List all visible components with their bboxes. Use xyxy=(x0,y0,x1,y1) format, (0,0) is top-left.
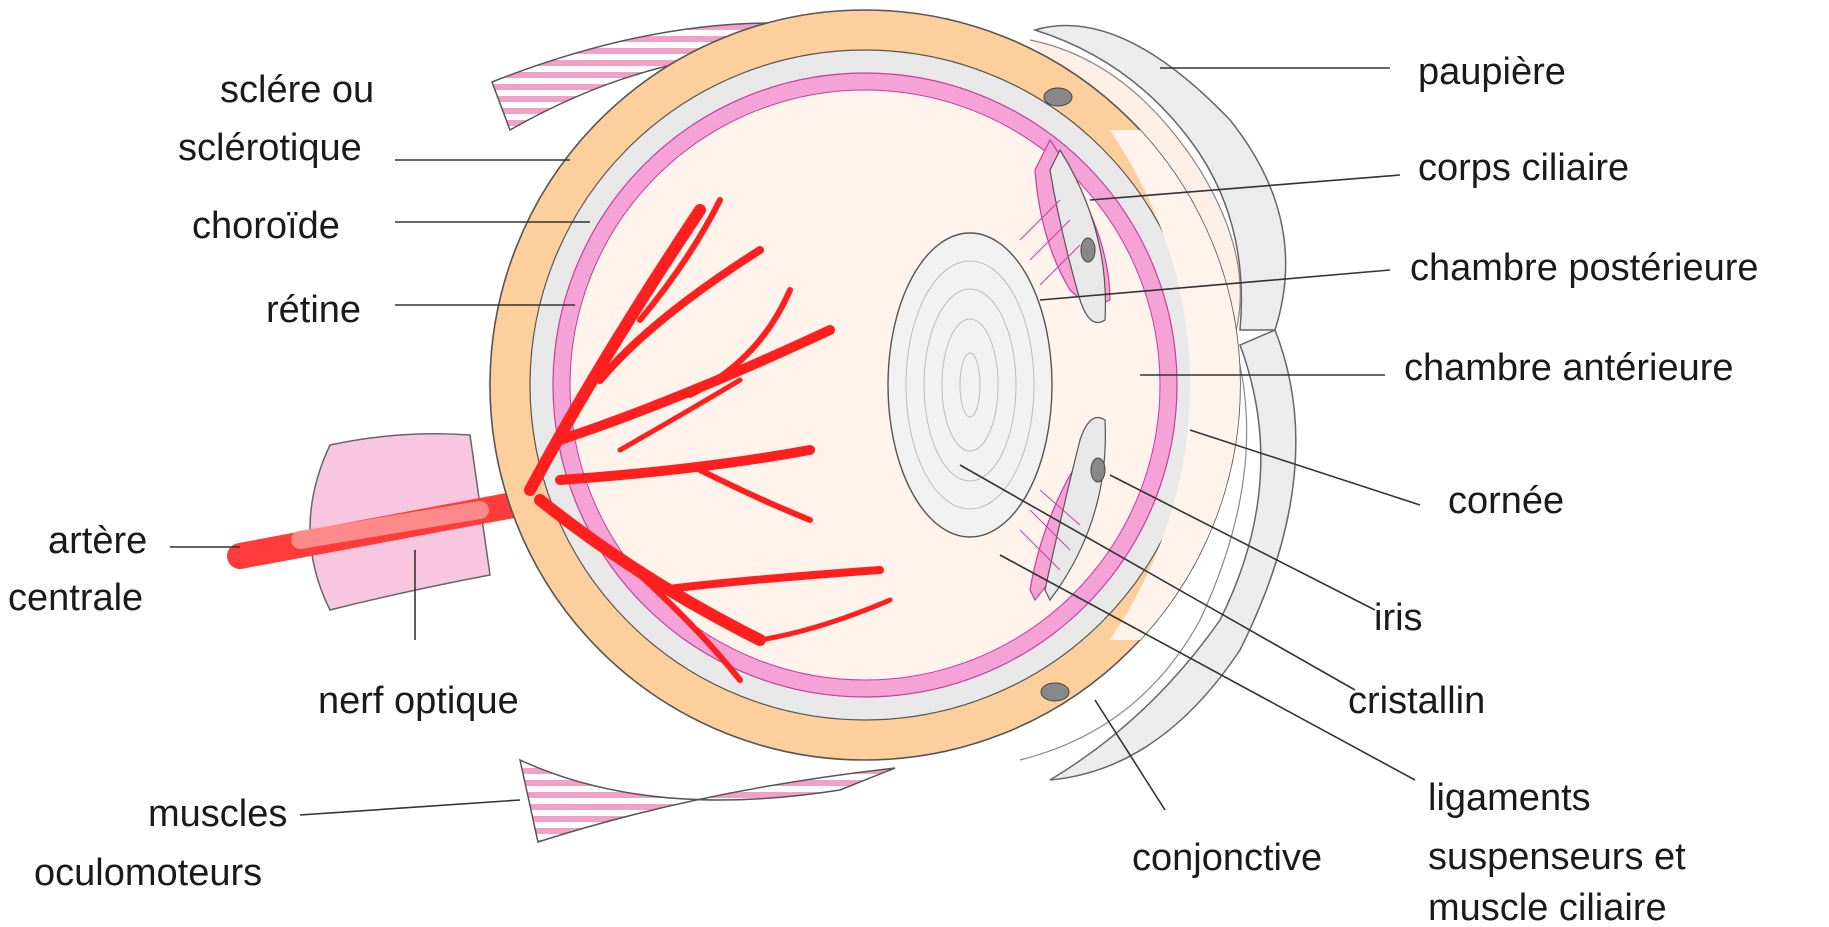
label-eyelid: paupière xyxy=(1418,51,1566,93)
label-ligaments-line2: suspenseurs et xyxy=(1428,836,1686,878)
label-optic-nerve: nerf optique xyxy=(318,680,519,722)
label-muscles-line1: muscles xyxy=(148,793,287,835)
label-sclera-line2: sclérotique xyxy=(178,127,362,169)
label-posterior-chamber: chambre postérieure xyxy=(1410,247,1759,289)
label-ciliary-body: corps ciliaire xyxy=(1418,147,1629,189)
pore xyxy=(1081,238,1095,262)
pore xyxy=(1044,88,1072,106)
label-lens: cristallin xyxy=(1348,680,1485,722)
label-artery-line2: centrale xyxy=(8,577,143,619)
label-choroid: choroïde xyxy=(192,205,340,247)
lens xyxy=(888,233,1052,537)
label-cornea: cornée xyxy=(1448,480,1564,522)
label-ligaments-line3: muscle ciliaire xyxy=(1428,887,1667,927)
muscle-bottom xyxy=(520,760,895,842)
label-iris: iris xyxy=(1374,597,1423,639)
label-ligaments-line1: ligaments xyxy=(1428,777,1591,819)
label-conjunctiva: conjonctive xyxy=(1132,837,1322,879)
label-anterior-chamber: chambre antérieure xyxy=(1404,347,1734,389)
label-artery-line1: artère xyxy=(48,520,147,562)
pore xyxy=(1041,683,1069,701)
label-muscles-line2: oculomoteurs xyxy=(34,852,262,894)
label-sclera-line1: sclére ou xyxy=(220,69,374,111)
pore xyxy=(1091,458,1105,482)
label-retina: rétine xyxy=(266,289,361,331)
